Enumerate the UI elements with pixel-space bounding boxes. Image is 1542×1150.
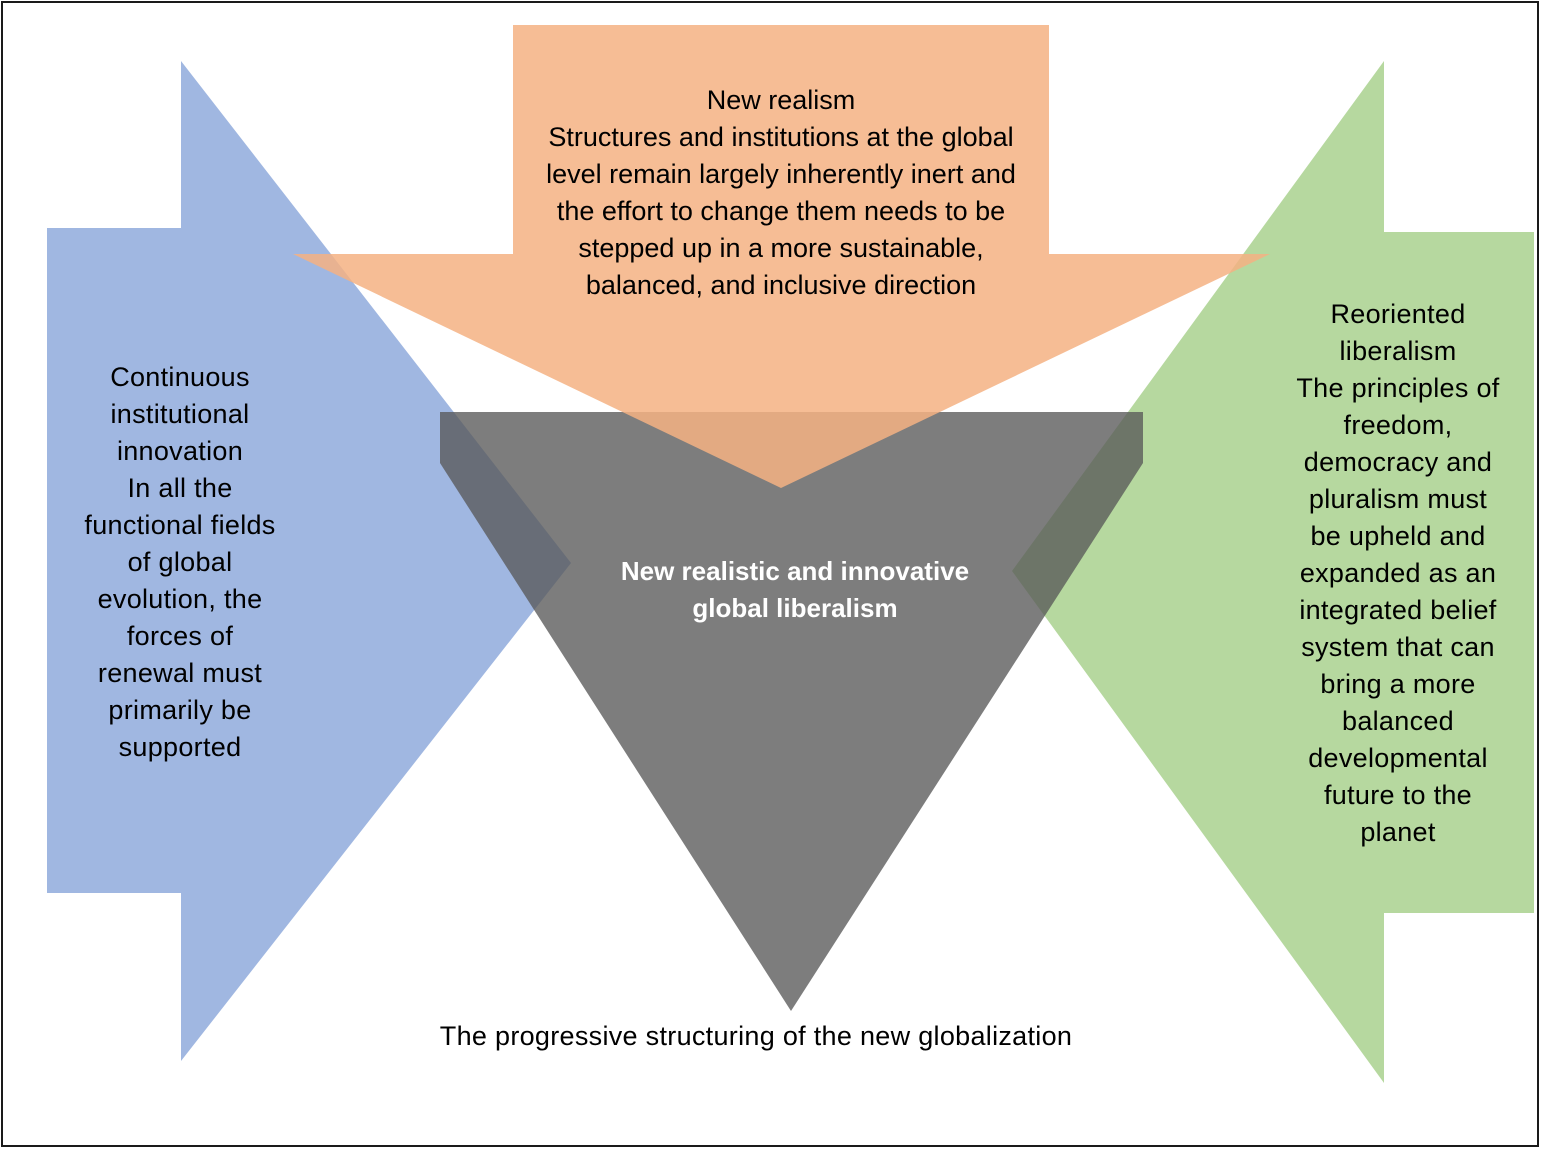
right-arrow-line: pluralism must xyxy=(1308,484,1488,514)
right-arrow-line: expanded as an xyxy=(1299,558,1497,588)
left-arrow-text: Continuous institutional innovation In a… xyxy=(57,359,303,766)
left-arrow-line: innovation xyxy=(116,436,244,466)
left-arrow-line: In all the xyxy=(127,473,233,503)
top-arrow-line: Structures and institutions at the globa… xyxy=(548,122,1014,152)
right-arrow-line: bring a more xyxy=(1320,669,1476,699)
center-triangle-text: New realistic and innovative global libe… xyxy=(573,553,1017,627)
left-arrow-shape xyxy=(47,61,571,1061)
right-arrow-line: freedom, xyxy=(1343,410,1453,440)
right-arrow-line: be upheld and xyxy=(1310,521,1486,551)
left-arrow-line: institutional xyxy=(110,399,250,429)
right-arrow-line: system that can xyxy=(1301,632,1495,662)
right-arrow-line: developmental xyxy=(1308,743,1488,773)
new-realism-title: New realism xyxy=(706,85,856,115)
diagram-shapes xyxy=(47,25,1534,1083)
top-arrow-title: New realism xyxy=(513,82,1049,119)
center-triangle-shape xyxy=(440,412,1143,1011)
right-arrow-shape xyxy=(1012,61,1534,1083)
left-arrow-line: forces of xyxy=(126,621,234,651)
right-arrow-line: The principles of xyxy=(1296,373,1500,403)
right-arrow-line: liberalism xyxy=(1339,336,1457,366)
center-line: New realistic and innovative xyxy=(620,556,970,586)
center-line: global liberalism xyxy=(692,593,898,623)
left-arrow-line: renewal must xyxy=(97,658,263,688)
right-arrow-line: Reoriented xyxy=(1330,299,1466,329)
diagram-caption: The progressive structuring of the new g… xyxy=(303,1018,1209,1055)
right-arrow-line: democracy and xyxy=(1303,447,1493,477)
right-arrow-line: integrated belief xyxy=(1299,595,1497,625)
left-arrow-line: Continuous xyxy=(110,362,250,392)
left-arrow-line: primarily be xyxy=(108,695,252,725)
right-arrow-text: Reoriented liberalism The principles of … xyxy=(1273,296,1523,851)
top-arrow-line: the effort to change them needs to be xyxy=(556,196,1006,226)
top-arrow-line: balanced, and inclusive direction xyxy=(585,270,977,300)
left-arrow-line: evolution, the xyxy=(97,584,263,614)
top-arrow-line: level remain largely inherently inert an… xyxy=(546,159,1016,189)
top-arrow-body: Structures and institutions at the globa… xyxy=(515,119,1047,304)
right-arrow-line: future to the xyxy=(1324,780,1472,810)
left-arrow-line: supported xyxy=(118,732,242,762)
left-arrow-line: functional fields xyxy=(84,510,276,540)
top-arrow-shape xyxy=(293,25,1270,488)
top-arrow-line: stepped up in a more sustainable, xyxy=(578,233,984,263)
caption-text: The progressive structuring of the new g… xyxy=(439,1021,1073,1051)
right-arrow-line: balanced xyxy=(1342,706,1454,736)
left-arrow-line: of global xyxy=(127,547,233,577)
right-arrow-line: planet xyxy=(1360,817,1436,847)
